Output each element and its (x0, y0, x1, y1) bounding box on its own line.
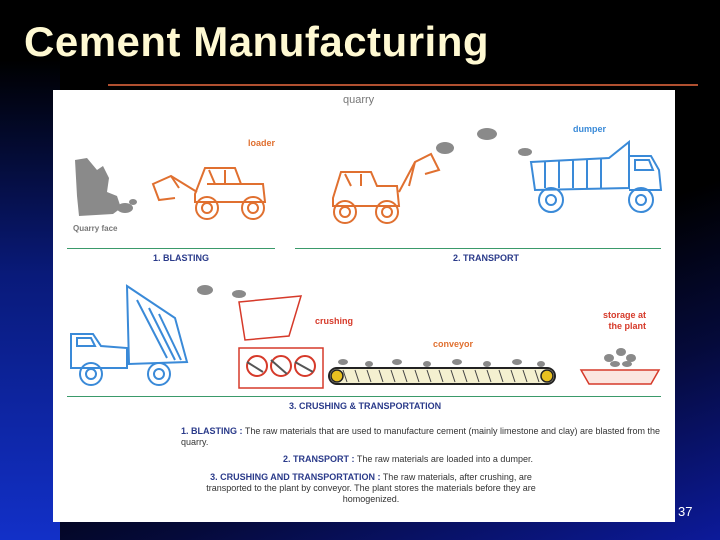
crusher-icon (238, 295, 324, 389)
quarry-face-label: Quarry face (73, 224, 118, 233)
page-number: 37 (678, 504, 693, 519)
title-underline (108, 84, 698, 86)
description-blasting: 1. BLASTING : The raw materials that are… (181, 426, 661, 448)
crushing-label: crushing (315, 316, 354, 326)
description-blasting-text: The raw materials that are used to manuf… (181, 426, 661, 447)
conveyor-belt-icon (328, 359, 556, 385)
description-blasting-head: 1. BLASTING : (181, 426, 243, 436)
stage-3-divider (67, 396, 661, 397)
storage-label: storage at the plant (603, 310, 647, 331)
storage-pile-icon (579, 348, 661, 385)
flying-rocks-icon (436, 128, 532, 156)
stage-2-divider (295, 248, 661, 249)
loader-1-icon (151, 167, 267, 220)
description-crushing-head: 3. CRUSHING AND TRANSPORTATION : (210, 472, 381, 482)
dumper-tipping-icon (70, 284, 189, 386)
quarry-label: quarry (343, 94, 375, 106)
dumper-truck-icon (529, 139, 663, 213)
falling-rocks-icon (197, 285, 246, 298)
description-crushing-text: The raw materials, after crushing, are t… (206, 472, 536, 504)
stage-transport-label: 2. TRANSPORT (453, 253, 520, 263)
description-transport-text: The raw materials are loaded into a dump… (356, 454, 533, 464)
slide-title: Cement Manufacturing (24, 18, 490, 65)
stage-blasting-label: 1. BLASTING (153, 253, 210, 263)
loader-2-icon (332, 152, 441, 224)
background-gradient (0, 60, 60, 540)
quarry-face-rock-icon (75, 158, 137, 216)
stage-crushing-transportation-label: 3. CRUSHING & TRANSPORTATION (289, 401, 442, 411)
stage-1-divider (67, 248, 275, 249)
description-transport: 2. TRANSPORT : The raw materials are loa… (283, 454, 663, 465)
dumper-label: dumper (573, 124, 607, 134)
description-transport-head: 2. TRANSPORT : (283, 454, 355, 464)
cement-process-diagram: quarry loader dumper Quarry face (53, 90, 675, 522)
loader-label: loader (248, 138, 276, 148)
conveyor-label: conveyor (433, 339, 474, 349)
description-crushing: 3. CRUSHING AND TRANSPORTATION : The raw… (191, 472, 551, 505)
